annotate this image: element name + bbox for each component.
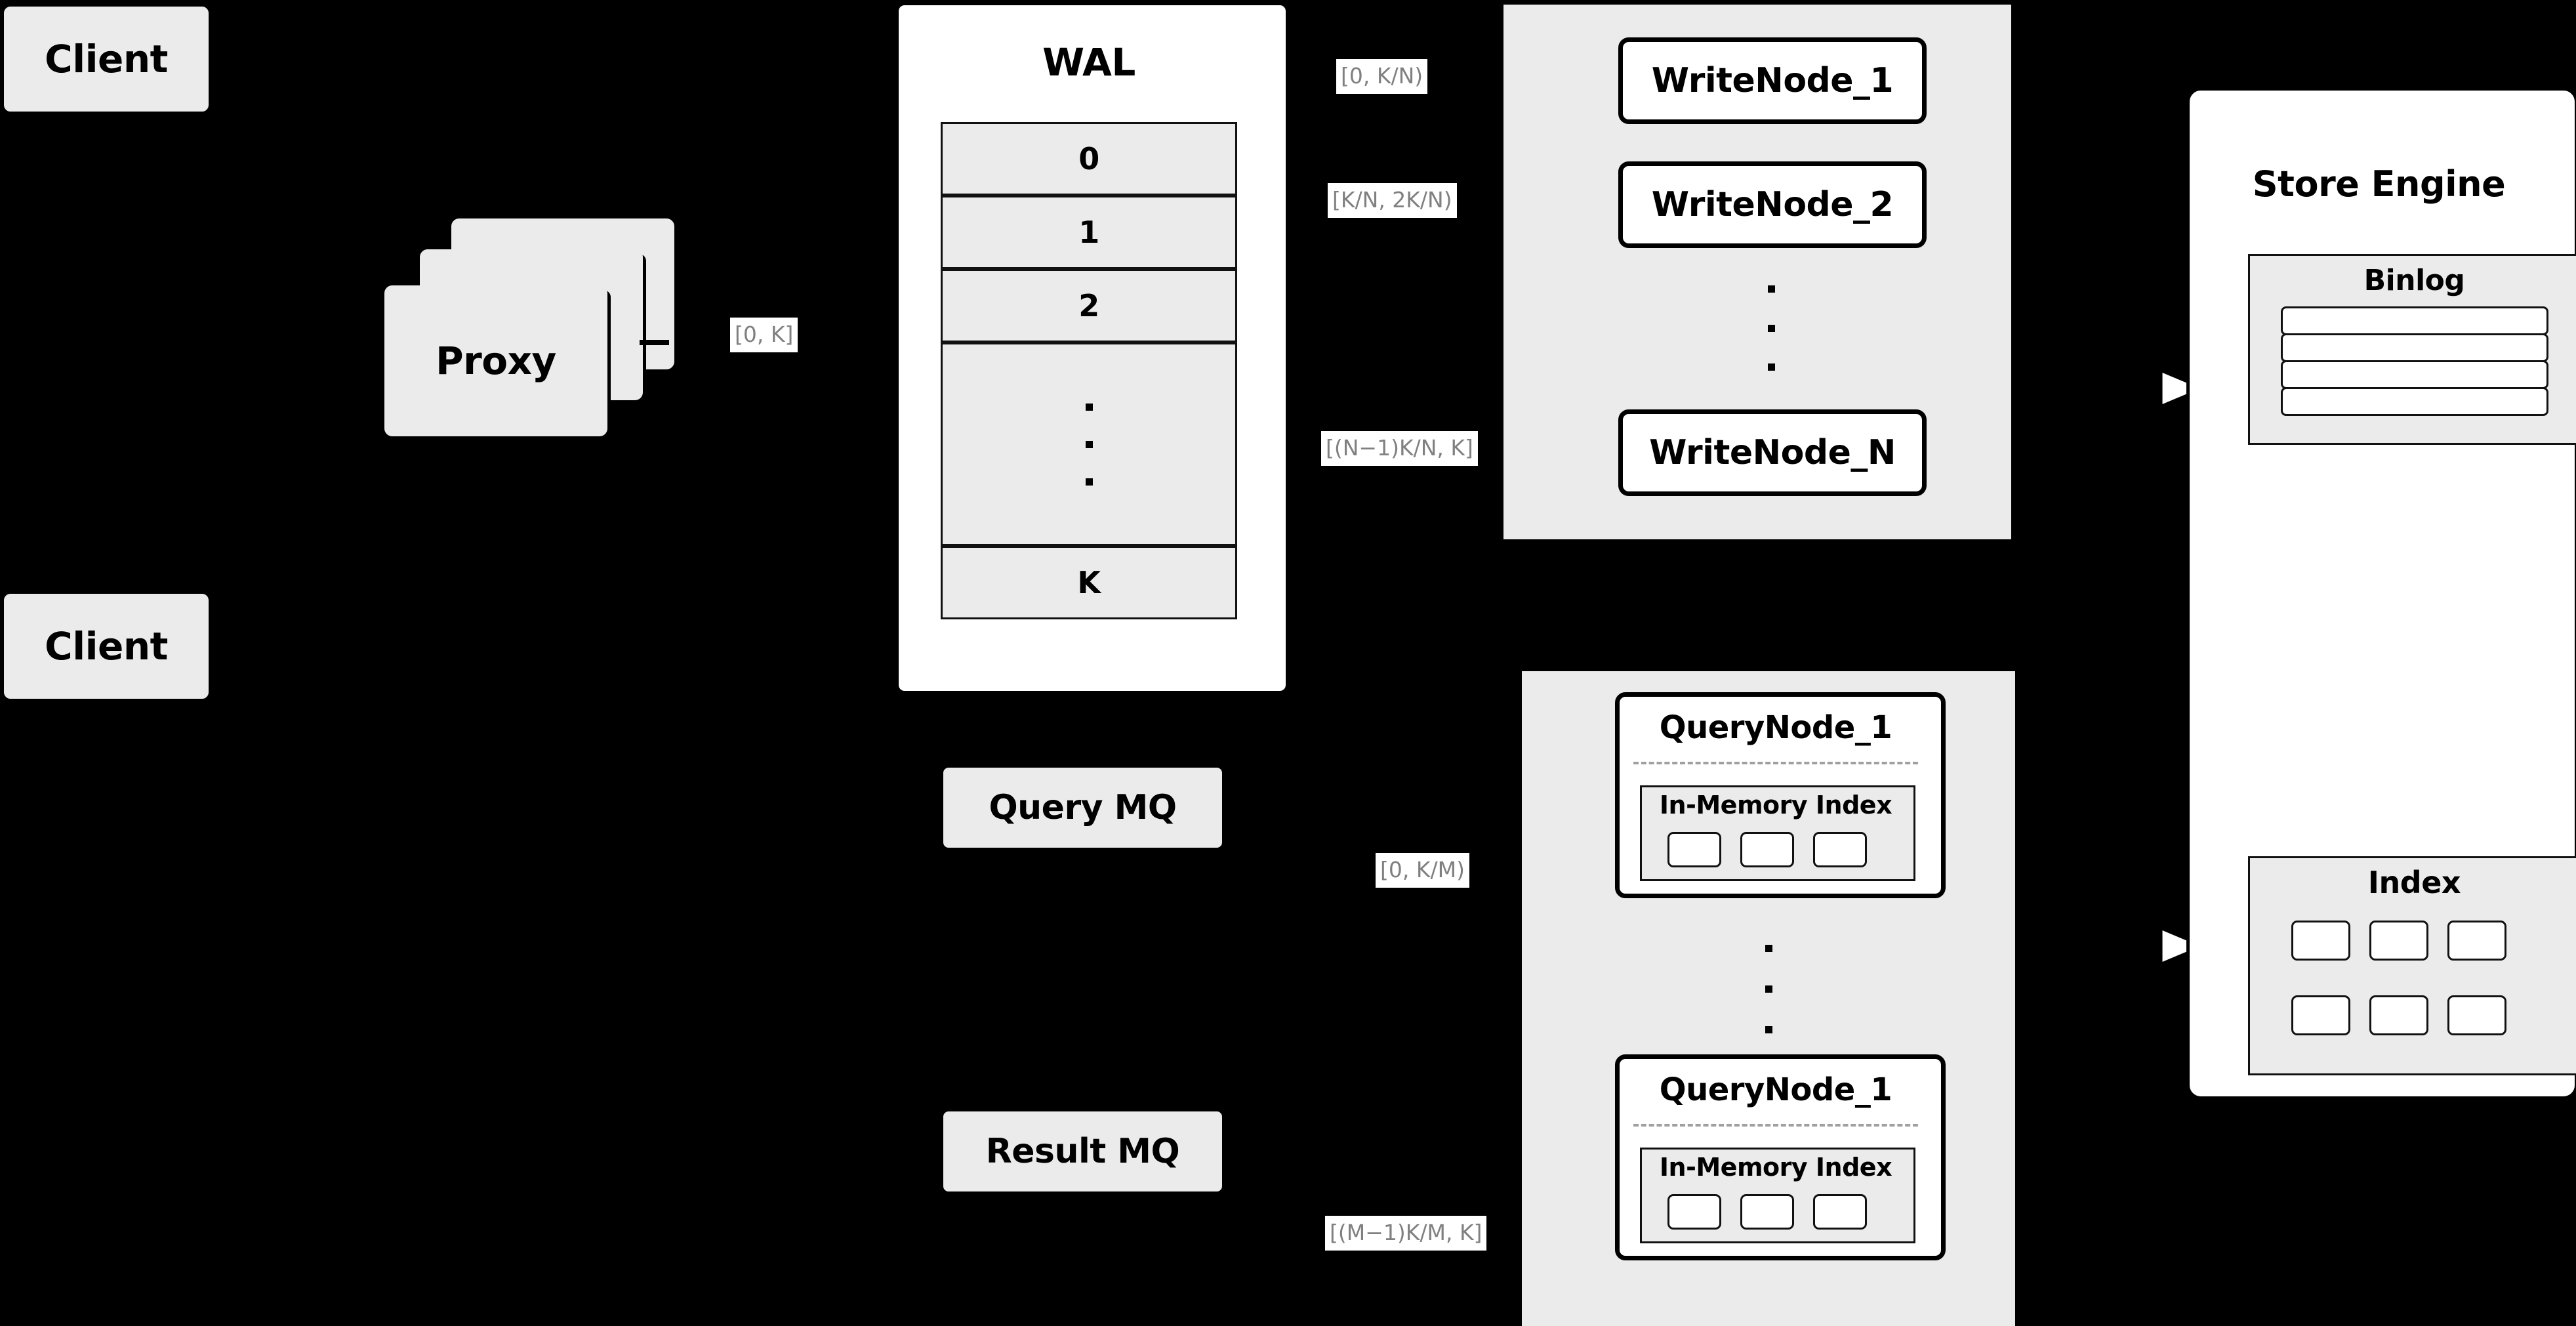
- wal-row-ellipsis: [941, 342, 1237, 546]
- proxy-to-wal-stub: [640, 340, 669, 345]
- wal-row-0[interactable]: 0: [941, 122, 1237, 196]
- query-mq-box[interactable]: Query MQ: [943, 768, 1222, 848]
- writenode-box-n[interactable]: WriteNode_N: [1618, 409, 1927, 496]
- inmemory-slot-1-1[interactable]: [1667, 832, 1721, 867]
- index-slot-r1-c3[interactable]: [2447, 921, 2506, 961]
- client-label-1: Client: [45, 36, 168, 81]
- inmemory-slot-1-2[interactable]: [1740, 832, 1794, 867]
- inmemory-index-title-1: In-Memory Index: [1659, 791, 1892, 820]
- store-engine-title-wrap: Store Engine: [2186, 163, 2571, 206]
- store-engine-title: Store Engine: [2252, 163, 2506, 205]
- querynode-title-wrap-2: QueryNode_1: [1615, 1069, 1936, 1110]
- wal-row-label-k: K: [1077, 564, 1101, 600]
- binlog-row-2[interactable]: [2281, 333, 2548, 362]
- wal-row-2[interactable]: 2: [941, 269, 1237, 342]
- writenode-label-2: WriteNode_2: [1651, 184, 1894, 224]
- binlog-row-3[interactable]: [2281, 360, 2548, 389]
- index-slot-r1-c2[interactable]: [2369, 921, 2428, 961]
- inmemory-slot-2-2[interactable]: [1740, 1194, 1794, 1230]
- inmemory-slot-1-3[interactable]: [1813, 832, 1867, 867]
- edge-label-proxy-to-wal: [0, K]: [730, 318, 798, 352]
- writenode-label-1: WriteNode_1: [1651, 60, 1894, 100]
- writenode-box-2[interactable]: WriteNode_2: [1618, 161, 1927, 248]
- index-slot-r1-c1[interactable]: [2291, 921, 2350, 961]
- inmemory-slot-2-3[interactable]: [1813, 1194, 1867, 1230]
- querynode-separator-2: [1633, 1124, 1918, 1127]
- binlog-title: Binlog: [2363, 263, 2465, 297]
- wal-title: WAL: [1042, 39, 1135, 85]
- edge-label-querymq-to-querynode-1: [0, K/M): [1376, 853, 1469, 888]
- index-title-wrap: Index: [2248, 863, 2576, 902]
- result-mq-label: Result MQ: [985, 1131, 1180, 1171]
- client-box-2[interactable]: Client: [4, 594, 209, 699]
- inmemory-index-title-2: In-Memory Index: [1659, 1153, 1892, 1182]
- wal-row-1[interactable]: 1: [941, 196, 1237, 269]
- proxy-card-front[interactable]: Proxy: [384, 285, 607, 436]
- edge-label-querymq-to-querynode-m: [(M−1)K/M, K]: [1325, 1216, 1487, 1251]
- wal-row-label-2: 2: [1078, 287, 1099, 323]
- binlog-row-4[interactable]: [2281, 387, 2548, 416]
- index-title: Index: [2367, 864, 2461, 900]
- inmemory-index-title-wrap-2: In-Memory Index: [1640, 1152, 1912, 1184]
- query-mq-label: Query MQ: [989, 787, 1177, 827]
- proxy-label: Proxy: [436, 338, 556, 383]
- wal-vertical-ellipsis: [1085, 403, 1093, 486]
- writenode-box-1[interactable]: WriteNode_1: [1618, 37, 1927, 124]
- inmemory-index-title-wrap-1: In-Memory Index: [1640, 790, 1912, 821]
- querynode-title-wrap-1: QueryNode_1: [1615, 707, 1936, 748]
- wal-row-label-0: 0: [1078, 140, 1099, 176]
- edge-label-wal-to-writenode-1: [0, K/N): [1336, 59, 1428, 94]
- index-panel: [2248, 856, 2576, 1075]
- edge-label-wal-to-writenode-n: [(N−1)K/N, K]: [1321, 431, 1478, 466]
- binlog-title-wrap: Binlog: [2248, 262, 2576, 299]
- querynode-label-2: QueryNode_1: [1659, 1071, 1892, 1108]
- binlog-row-1[interactable]: [2281, 306, 2548, 335]
- wal-title-wrap: WAL: [895, 39, 1282, 85]
- index-slot-r2-c2[interactable]: [2369, 995, 2428, 1035]
- inmemory-slot-2-1[interactable]: [1667, 1194, 1721, 1230]
- edge-label-wal-to-writenode-2: [K/N, 2K/N): [1328, 183, 1457, 218]
- querynode-label-1: QueryNode_1: [1659, 709, 1892, 746]
- write-cluster-ellipsis: [1767, 285, 1775, 371]
- result-mq-box[interactable]: Result MQ: [943, 1111, 1222, 1191]
- querynode-separator-1: [1633, 762, 1918, 764]
- index-slot-r2-c1[interactable]: [2291, 995, 2350, 1035]
- client-label-2: Client: [45, 623, 168, 669]
- index-slot-r2-c3[interactable]: [2447, 995, 2506, 1035]
- wal-row-label-1: 1: [1078, 214, 1099, 250]
- writenode-label-n: WriteNode_N: [1649, 432, 1896, 472]
- query-cluster-ellipsis: [1765, 945, 1772, 1033]
- wal-row-k[interactable]: K: [941, 546, 1237, 619]
- client-box-1[interactable]: Client: [4, 7, 209, 112]
